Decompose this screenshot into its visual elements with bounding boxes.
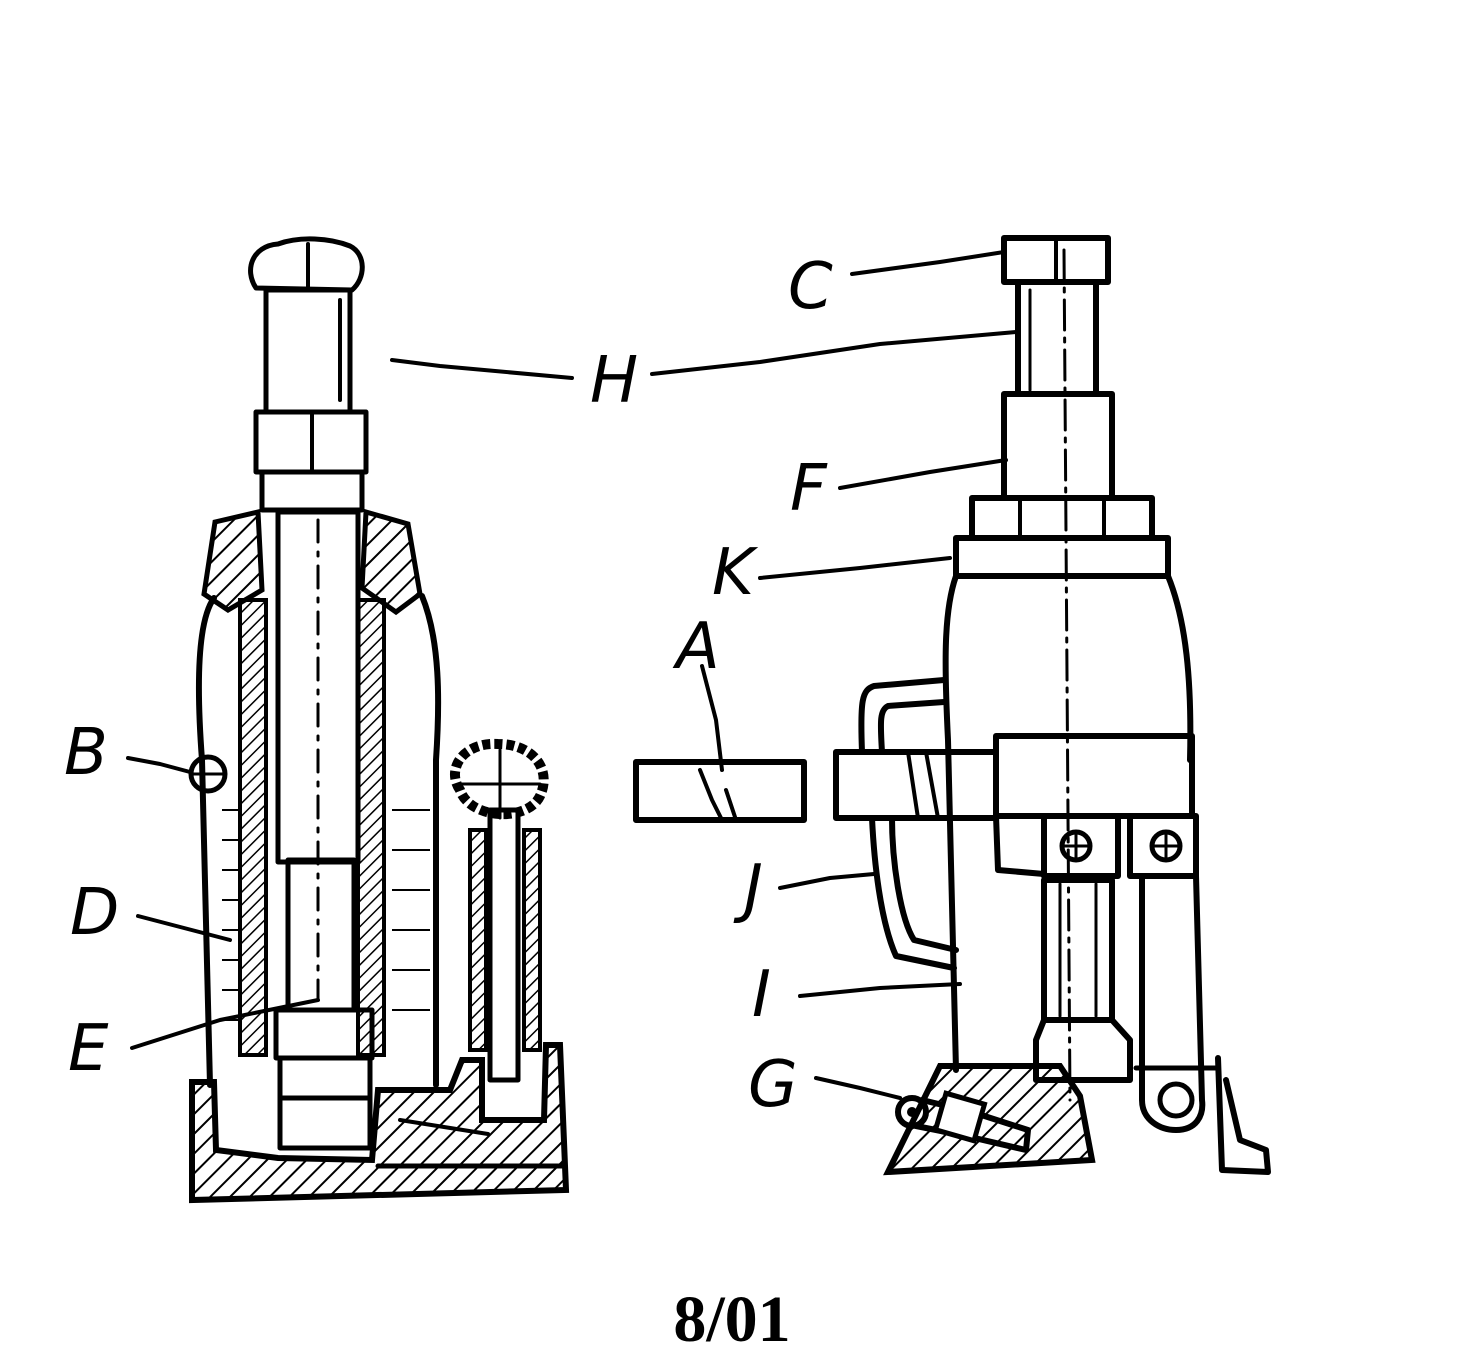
reservoir-right <box>942 573 959 1073</box>
leader-b <box>126 756 192 774</box>
saddle-cap-left <box>248 236 365 293</box>
release-valve-right <box>895 1090 1031 1153</box>
pump-plunger-right <box>1041 877 1115 1023</box>
label-j: J <box>733 852 763 926</box>
label-g: G <box>748 1048 798 1122</box>
leader-h-left <box>390 358 574 380</box>
leader-g <box>814 1076 902 1100</box>
label-i: I <box>752 958 771 1032</box>
leader-d <box>136 914 232 942</box>
leader-i <box>798 982 962 998</box>
leader-c <box>850 250 1006 276</box>
reservoir-shell-left <box>195 595 217 1088</box>
leader-e <box>130 998 320 1050</box>
label-a: A <box>672 610 720 684</box>
leader-f <box>838 458 1008 490</box>
label-e: E <box>68 1012 109 1086</box>
base-left <box>189 1042 570 1204</box>
leader-a <box>700 664 724 772</box>
right-leader-lines <box>650 250 1018 1100</box>
top-nut-right <box>969 495 1155 541</box>
label-h: H <box>590 344 638 418</box>
pump-plunger-left <box>487 807 521 1083</box>
date-code: 8/01 <box>673 1283 791 1356</box>
left-sectional-view <box>188 236 570 1204</box>
label-b: B <box>64 716 108 790</box>
label-f: F <box>790 452 828 526</box>
label-c: C <box>788 250 833 324</box>
ram-right <box>1001 391 1115 501</box>
label-d: D <box>70 876 119 950</box>
leader-h-right <box>650 330 1018 376</box>
handle-piece <box>633 759 807 823</box>
screw-extension-left <box>263 287 353 415</box>
return-tube-right <box>858 677 947 755</box>
right-exterior-view <box>633 235 1271 1176</box>
left-leader-lines <box>126 358 574 1050</box>
pump-head-left <box>450 738 549 820</box>
piston-left <box>285 857 357 1013</box>
leader-k <box>758 556 952 580</box>
leader-j <box>778 872 876 890</box>
pump-housing-right <box>993 733 1195 819</box>
label-k: K <box>712 536 759 610</box>
